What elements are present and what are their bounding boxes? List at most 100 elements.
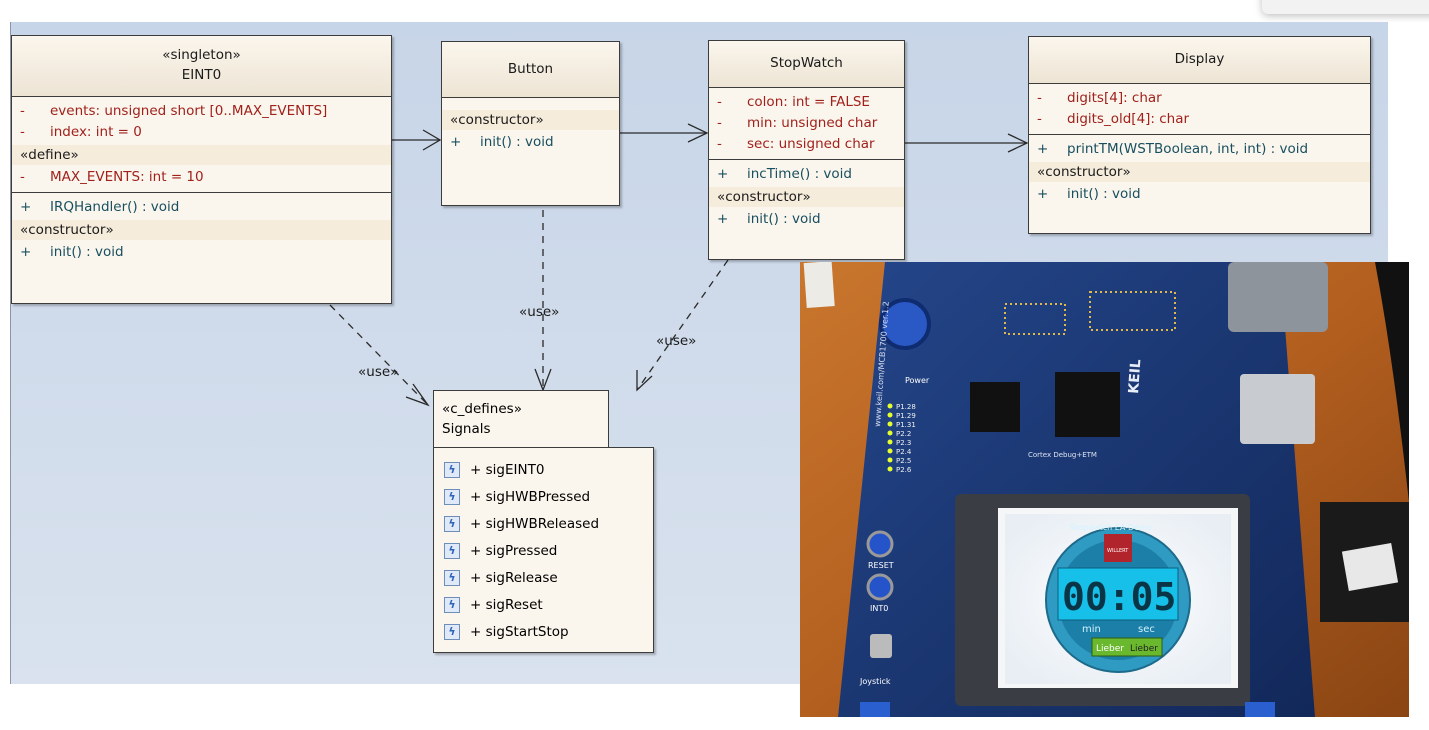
class-stereotype: «c_defines» — [442, 401, 522, 417]
define-stereotype: «define» — [12, 145, 391, 165]
class-header: StopWatch — [709, 41, 904, 88]
debug-label: Cortex Debug+ETM — [1028, 451, 1097, 459]
class-name: EINT0 — [181, 67, 222, 83]
power-label: Power — [905, 376, 930, 385]
attribute-row[interactable]: -sec: unsigned char — [717, 136, 875, 152]
class-header: Button — [442, 42, 619, 98]
operation-row[interactable]: +init() : void — [1037, 186, 1141, 202]
use-label-button: «use» — [519, 304, 560, 320]
attribute-row[interactable]: -min: unsigned char — [717, 115, 878, 131]
operations-section: +IRQHandler() : void «constructor» +init… — [12, 193, 391, 267]
usb-port — [1240, 374, 1315, 444]
attribute-row[interactable]: -index: int = 0 — [20, 124, 142, 140]
arrowhead-eint0-signals — [405, 383, 430, 407]
operations-section: +printTM(WSTBoolean, int, int) : void «c… — [1029, 135, 1370, 209]
window-edge-shadow — [1262, 0, 1429, 14]
attribute-row[interactable]: -events: unsigned short [0..MAX_EVENTS] — [20, 103, 328, 119]
constructor-stereotype: «constructor» — [709, 187, 904, 207]
lcd-sec: sec — [1138, 624, 1155, 635]
class-header: «singleton» EINT0 — [12, 36, 391, 97]
define-icon: ϟ — [444, 488, 460, 505]
paper-corner — [803, 262, 835, 308]
define-icon: ϟ — [444, 542, 460, 559]
attribute-row[interactable]: -digits_old[4]: char — [1037, 111, 1190, 127]
lieber-badge — [1091, 637, 1163, 657]
class-stereotype: «singleton» — [162, 47, 241, 64]
potentiometer — [879, 298, 931, 350]
define-icon: ϟ — [444, 461, 460, 478]
barcode-label — [1341, 542, 1399, 592]
dependency-eint0-signals — [329, 304, 429, 406]
class-eint0[interactable]: «singleton» EINT0 -events: unsigned shor… — [11, 35, 392, 304]
arrowhead-stopwatch-display — [1007, 133, 1029, 153]
constructor-stereotype: «constructor» — [1029, 162, 1370, 182]
lcd-title: Stopwatch EA-Demo — [1070, 523, 1152, 532]
use-label-stopwatch: «use» — [656, 333, 697, 349]
operation-row[interactable]: +init() : void — [20, 244, 124, 260]
board-photo: KEIL www.keil.com/MCB1700 ver.1.2 Power … — [800, 262, 1409, 717]
chip-small — [970, 382, 1020, 432]
operations-section: «constructor» +init() : void — [442, 98, 619, 157]
signal-item[interactable]: ϟ+ sigHWBPressed — [434, 483, 653, 510]
attributes-section: -digits[4]: char -digits_old[4]: char — [1029, 84, 1370, 135]
class-name: StopWatch — [770, 55, 843, 72]
class-display[interactable]: Display -digits[4]: char -digits_old[4]:… — [1028, 36, 1371, 234]
class-button[interactable]: Button «constructor» +init() : void — [441, 41, 620, 206]
attributes-section: -colon: int = FALSE -min: unsigned char … — [709, 88, 904, 160]
class-name: Button — [507, 60, 554, 77]
class-stopwatch[interactable]: StopWatch -colon: int = FALSE -min: unsi… — [708, 40, 905, 260]
attribute-row[interactable]: -MAX_EVENTS: int = 10 — [20, 169, 204, 185]
attribute-row[interactable]: -colon: int = FALSE — [717, 94, 870, 110]
willert-logo-text: WILLERT — [1107, 548, 1129, 554]
board-photo-illustration: KEIL www.keil.com/MCB1700 ver.1.2 Power … — [800, 262, 1409, 717]
lcd-time: 00:05 — [1062, 575, 1176, 619]
define-icon: ϟ — [444, 515, 460, 532]
svg-text:P2.3: P2.3 — [896, 439, 911, 447]
reset-button — [866, 530, 894, 558]
arrowhead-stopwatch-signals — [636, 370, 653, 392]
operation-row[interactable]: +printTM(WSTBoolean, int, int) : void — [1037, 141, 1309, 157]
define-icon: ϟ — [444, 623, 460, 640]
svg-text:P2.4: P2.4 — [896, 448, 912, 456]
svg-text:P2.5: P2.5 — [896, 457, 911, 465]
attributes-section: -events: unsigned short [0..MAX_EVENTS] … — [12, 97, 391, 193]
cable — [1375, 262, 1409, 502]
operation-row[interactable]: +init() : void — [450, 134, 554, 150]
svg-text:P2.2: P2.2 — [896, 430, 911, 438]
class-name: Display — [1174, 51, 1225, 68]
board-foot-left — [860, 702, 890, 717]
define-icon: ϟ — [444, 569, 460, 586]
svg-text:P1.29: P1.29 — [896, 412, 916, 420]
chip-main — [1055, 372, 1120, 437]
class-header: Display — [1029, 37, 1370, 84]
ethernet-port — [1228, 262, 1328, 332]
header-pins-b — [1089, 291, 1176, 331]
operation-row[interactable]: +incTime() : void — [717, 166, 853, 182]
board-brand: KEIL — [1126, 359, 1144, 395]
header-pins-a — [1004, 303, 1066, 335]
signal-item[interactable]: ϟ+ sigReset — [434, 591, 653, 618]
lcd-min: min — [1082, 624, 1101, 635]
reset-label: RESET — [868, 561, 894, 570]
define-icon: ϟ — [444, 596, 460, 613]
signal-item[interactable]: ϟ+ sigRelease — [434, 564, 653, 591]
constructor-stereotype: «constructor» — [442, 110, 619, 130]
attribute-row[interactable]: -digits[4]: char — [1037, 90, 1162, 106]
operations-section: +incTime() : void «constructor» +init() … — [709, 160, 904, 234]
signal-item[interactable]: ϟ+ sigStartStop — [434, 618, 653, 645]
signal-item[interactable]: ϟ+ sigHWBReleased — [434, 510, 653, 537]
class-signals[interactable]: ϟ+ sigEINT0 ϟ+ sigHWBPressed ϟ+ sigHWBRe… — [433, 447, 654, 653]
willert-logo — [1104, 534, 1132, 562]
signal-item[interactable]: ϟ+ sigEINT0 — [434, 456, 653, 483]
constructor-stereotype: «constructor» — [12, 220, 391, 240]
signal-item[interactable]: ϟ+ sigPressed — [434, 537, 653, 564]
led-column: P1.28 P1.29 P1.31 P2.2 P2.3 P2.4 P2.5 P2… — [887, 403, 916, 474]
operation-row[interactable]: +IRQHandler() : void — [20, 199, 180, 215]
operation-row[interactable]: +init() : void — [717, 211, 821, 227]
class-signals-header[interactable]: «c_defines» Signals — [433, 390, 609, 448]
svg-text:P1.28: P1.28 — [896, 403, 916, 411]
class-name: Signals — [442, 421, 491, 437]
use-label-eint0: «use» — [358, 364, 399, 380]
board-foot-right — [1245, 702, 1275, 717]
lieber-badge-left: Lieber — [1096, 644, 1124, 654]
